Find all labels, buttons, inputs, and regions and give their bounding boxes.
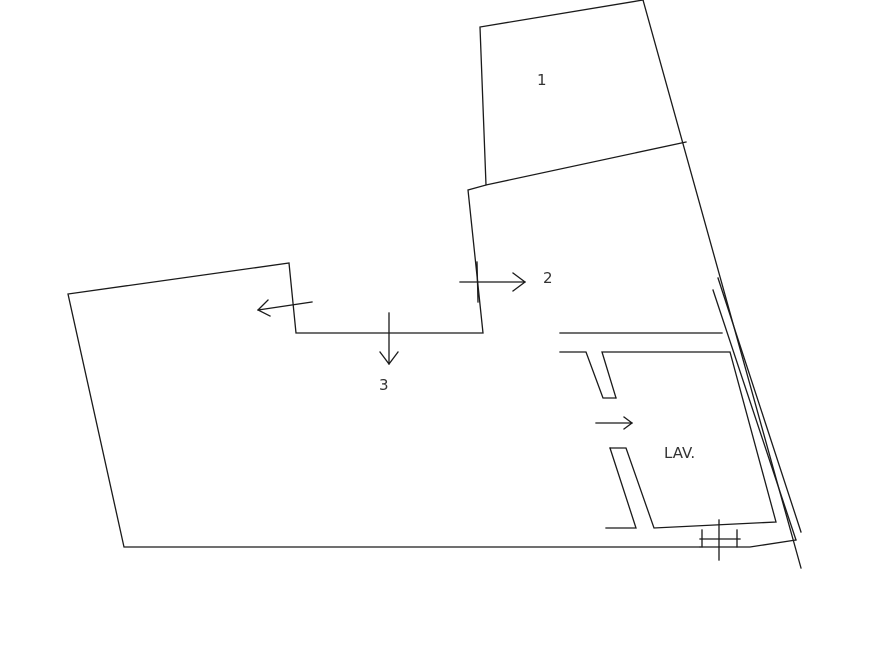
outer-wall-right bbox=[642, 0, 802, 569]
bottom-right-jog bbox=[699, 539, 797, 548]
arrow-right-icon bbox=[459, 261, 527, 303]
lavatory-label: LAV. bbox=[664, 444, 695, 462]
lav-arrow-right-icon bbox=[595, 416, 634, 430]
room-1-outline bbox=[479, 0, 687, 186]
drain-icon bbox=[699, 519, 741, 561]
inner-wall-right-2 bbox=[717, 277, 802, 533]
room-2-label: 2 bbox=[543, 269, 553, 287]
main-floor-outline bbox=[67, 184, 701, 548]
lav-left-wall-upper bbox=[559, 351, 617, 399]
arrow-down-icon bbox=[379, 312, 399, 366]
lav-left-wall-outer bbox=[601, 351, 777, 529]
room-1-label: 1 bbox=[537, 71, 547, 89]
room-3-label: 3 bbox=[379, 376, 389, 394]
lav-left-wall-lower bbox=[605, 447, 637, 529]
inner-wall-right bbox=[712, 289, 797, 541]
arrow-left-icon bbox=[256, 299, 313, 317]
